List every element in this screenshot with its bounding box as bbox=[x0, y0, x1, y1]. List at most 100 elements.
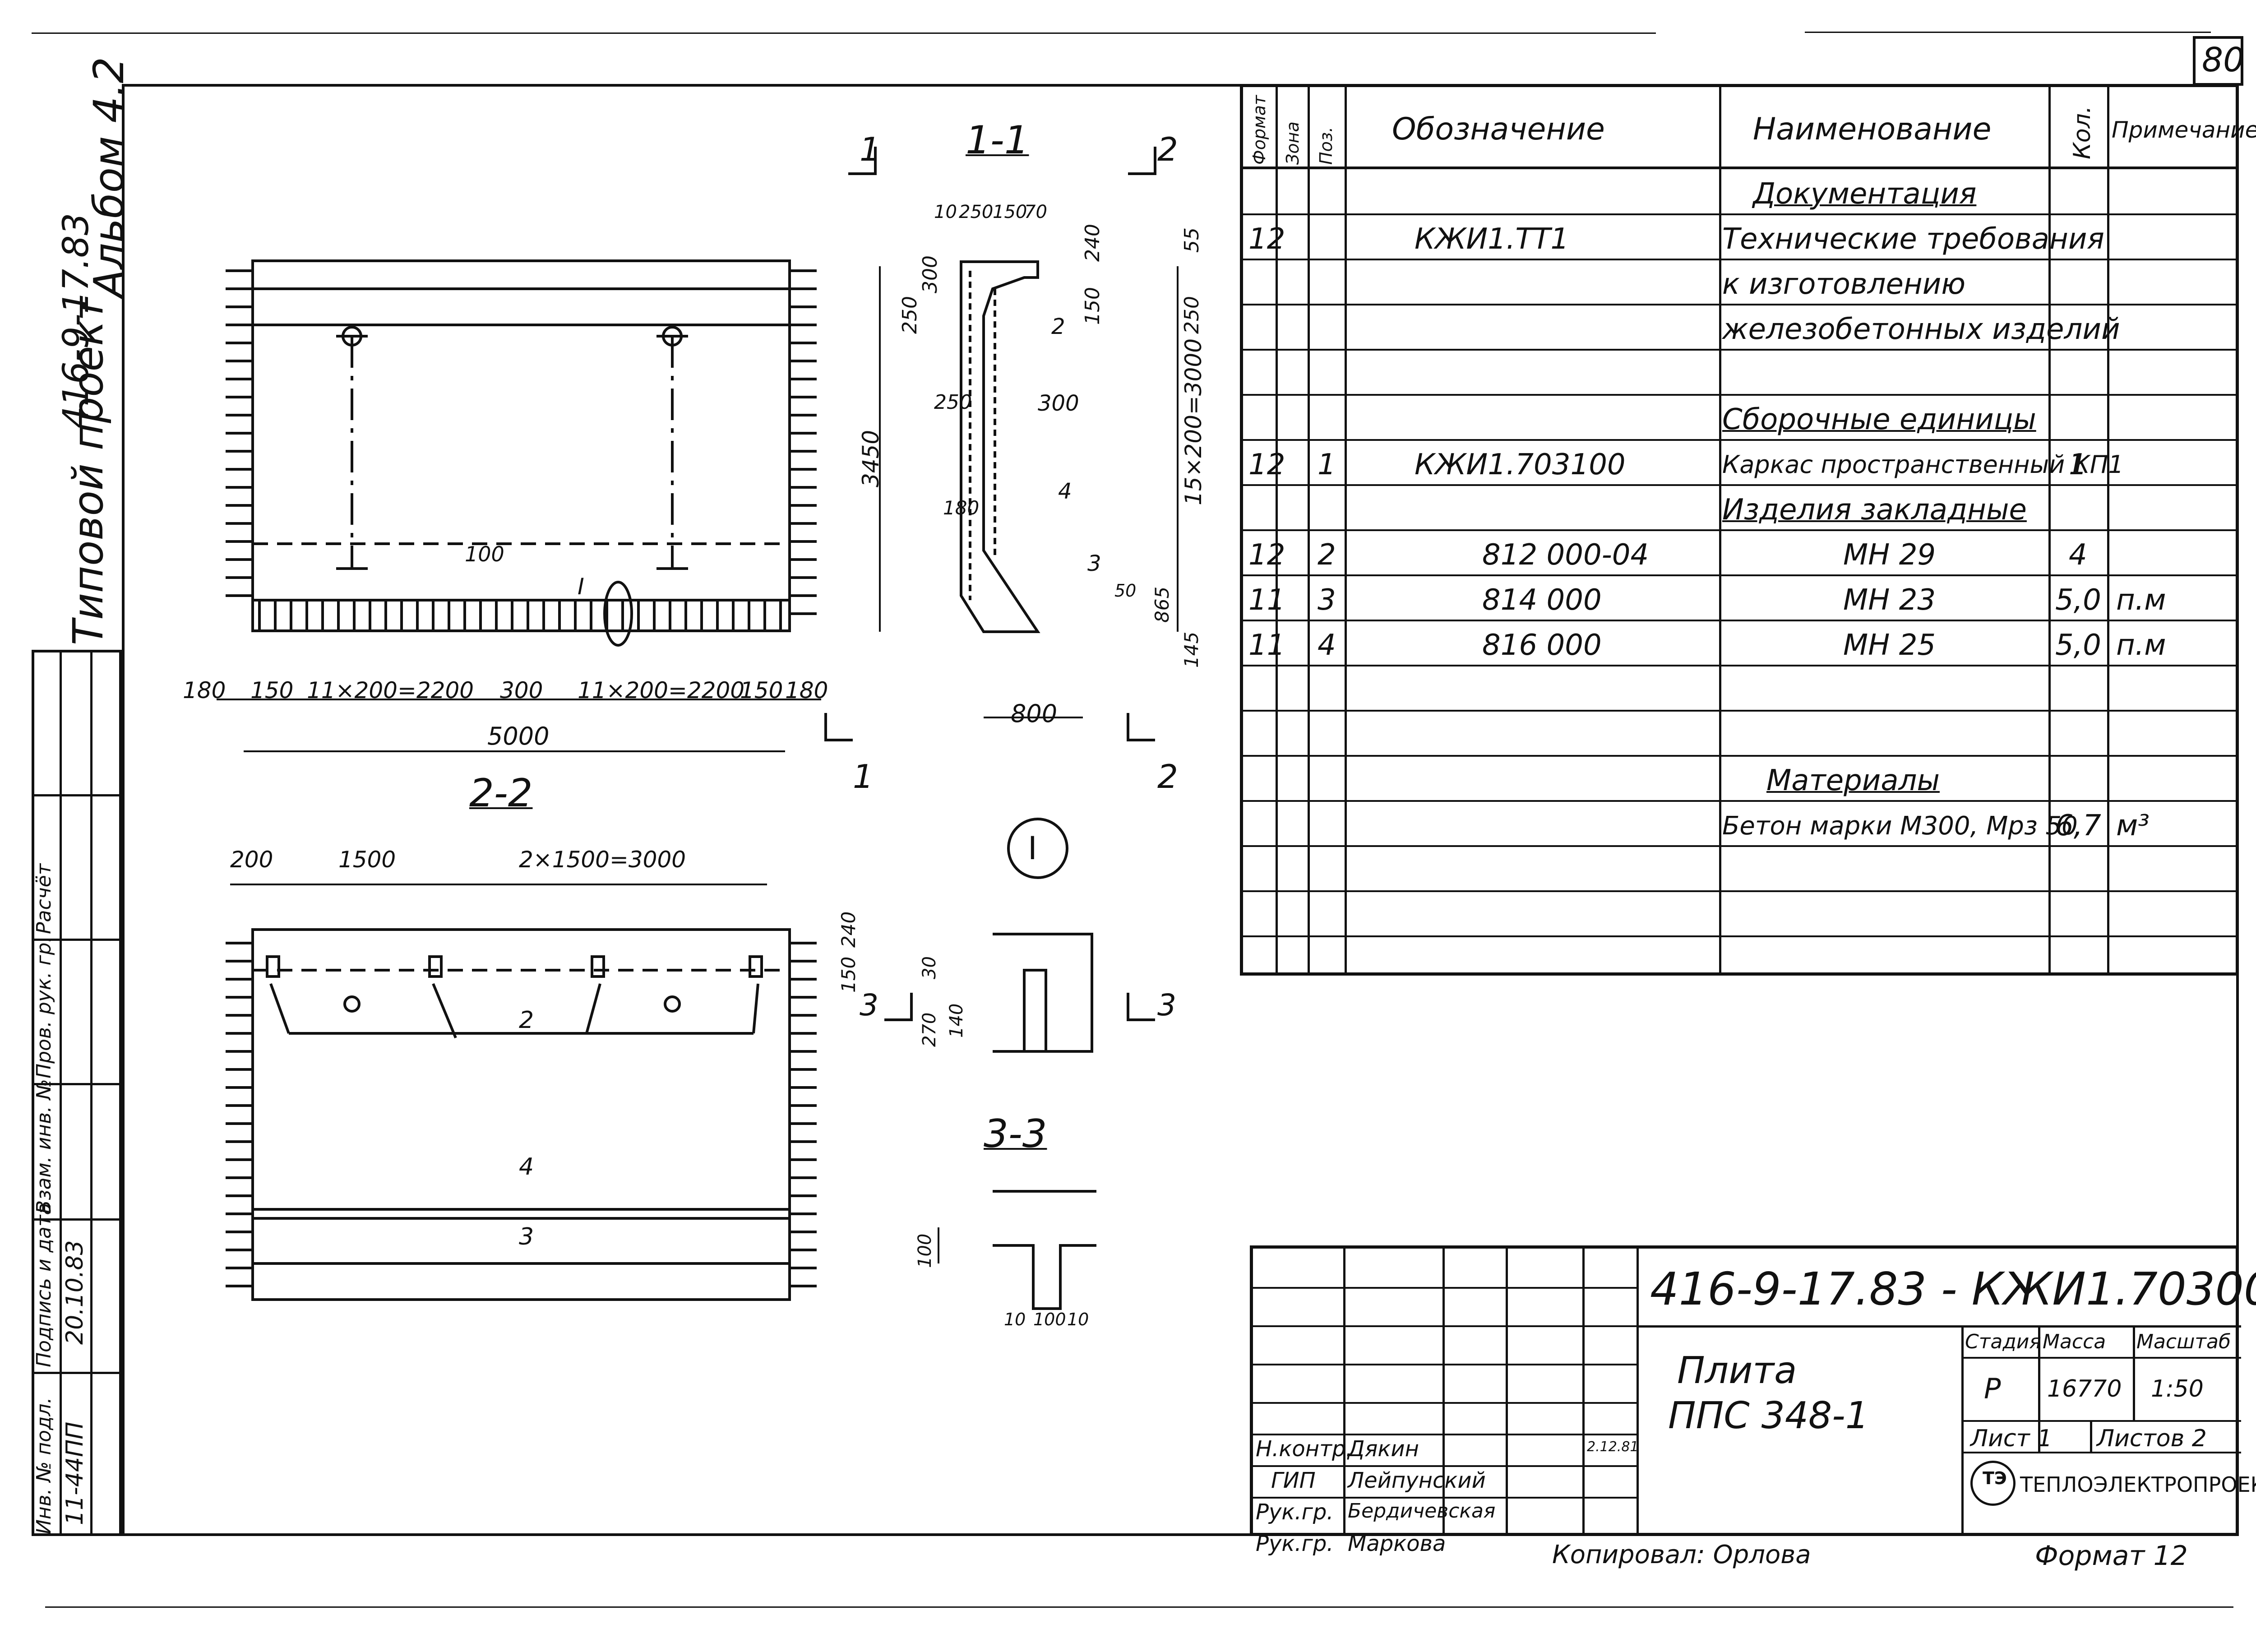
org-logo-mark: ТЭ bbox=[1983, 1468, 2007, 1488]
cut-3-right bbox=[1127, 993, 1155, 1021]
spec-row-line bbox=[1243, 484, 2236, 486]
title-sheet: Лист 1 bbox=[1970, 1425, 2053, 1452]
section-1-1-dim-70: 70 bbox=[1024, 202, 1047, 222]
spec-row-line bbox=[1243, 710, 2236, 712]
top-edge-line bbox=[32, 32, 1656, 34]
left-strip-row-2 bbox=[32, 939, 122, 941]
spec-row-note: м³ bbox=[2116, 809, 2150, 842]
spec-row-format: 11 bbox=[1248, 629, 1285, 662]
spec-row-designation: КЖИ1.703100 bbox=[1415, 448, 1626, 481]
section-1-1-callout-4: 4 bbox=[1058, 479, 1072, 504]
detail-I-dim-270: 270 bbox=[919, 1012, 940, 1047]
org-logo-icon: ТЭ bbox=[1970, 1461, 2016, 1506]
cut-3-label-left: 3 bbox=[860, 988, 878, 1023]
title-sheets: Листов 2 bbox=[2097, 1425, 2207, 1452]
section-2-2-callout-lines bbox=[269, 983, 759, 1039]
section-2-2-dim-240: 240 bbox=[837, 911, 860, 948]
plan-teeth bbox=[258, 600, 782, 632]
spec-row-name: Бетон марки М300, Мрз 50 bbox=[1722, 811, 2078, 841]
left-strip-row-3 bbox=[32, 1083, 122, 1085]
spec-row-pos: 4 bbox=[1318, 629, 1336, 662]
spec-header-line bbox=[1243, 167, 2236, 169]
spec-header-qty: Кол. bbox=[2069, 106, 2096, 160]
spec-row-format: 12 bbox=[1248, 538, 1285, 572]
section-1-1-dim-250-b: 250 bbox=[898, 296, 921, 334]
section-1-1-dim-145: 145 bbox=[1180, 631, 1202, 668]
spec-row-qty: 6,7 bbox=[2055, 809, 2101, 842]
title-org: ТЕПЛОЭЛЕКТРОПРОЕКТ bbox=[2020, 1472, 2256, 1497]
cut-1-top bbox=[848, 147, 877, 175]
section-1-1-dim-150-r: 150 bbox=[1081, 287, 1104, 325]
section-1-1-dim-300: 300 bbox=[919, 255, 942, 293]
title-sig-role: Н.контр. bbox=[1256, 1436, 1353, 1462]
spec-row-designation: 814 000 bbox=[1482, 583, 1602, 617]
section-1-1-dim-250-r: 250 bbox=[1180, 296, 1203, 334]
plan-dim-2200-right: 11×200=2200 bbox=[578, 677, 745, 703]
section-1-1-dim-300-c: 300 bbox=[1038, 391, 1079, 416]
spec-row-name: Технические требования bbox=[1722, 222, 2104, 256]
section-2-2-dim-3000: 2×1500=3000 bbox=[519, 847, 686, 873]
title-row bbox=[1253, 1497, 1637, 1499]
title-document-code: 416-9-17.83 - КЖИ1.703000 bbox=[1650, 1263, 2256, 1315]
title-sig-role: Рук.гр. bbox=[1256, 1499, 1334, 1525]
spec-row-line bbox=[1243, 349, 2236, 351]
spec-header-format: Формат bbox=[1249, 95, 1269, 165]
section-1-1-dim-250: 250 bbox=[959, 202, 994, 222]
section-1-1-dim-3000: 15×200=3000 bbox=[1180, 338, 1207, 505]
spec-heading-materials: Материалы bbox=[1766, 764, 1940, 797]
title-sig-date: 2.12.81 bbox=[1587, 1439, 1639, 1455]
embed-2 bbox=[428, 955, 443, 978]
section-1-1-dim-865: 865 bbox=[1151, 586, 1173, 623]
title-sheet-line bbox=[1961, 1420, 2241, 1422]
title-stage-line bbox=[1961, 1357, 2241, 1359]
spec-row-note: п.м bbox=[2116, 629, 2166, 662]
bottom-edge-line bbox=[45, 1606, 2233, 1608]
section-1-1-dim-10: 10 bbox=[934, 202, 957, 222]
spec-row-name: железобетонных изделий bbox=[1722, 313, 2120, 346]
left-strip-divider-2 bbox=[90, 650, 92, 1536]
title-item-name-1: Плита bbox=[1677, 1349, 1797, 1392]
spec-row-line bbox=[1243, 845, 2236, 847]
section-1-1-dim-50: 50 bbox=[1114, 581, 1137, 601]
detail-I-dim-30: 30 bbox=[919, 956, 940, 979]
detail-I-embed bbox=[1023, 969, 1047, 1053]
section-2-2-right-fringe bbox=[790, 942, 817, 1287]
spec-row-name: Каркас пространственный КП1 bbox=[1722, 450, 2124, 479]
drawings-svg bbox=[217, 147, 1179, 1310]
spec-row-designation: КЖИ1.ТТ1 bbox=[1415, 222, 1569, 256]
spec-row-line bbox=[1243, 213, 2236, 215]
title-col-1 bbox=[1343, 1249, 1345, 1533]
section-2-2-loop-1 bbox=[343, 995, 361, 1013]
section-1-1-dim-240: 240 bbox=[1081, 224, 1104, 262]
embed-3 bbox=[591, 955, 605, 978]
detail-I-title: I bbox=[1028, 830, 1037, 867]
title-item-name-2: ППС 348-1 bbox=[1668, 1394, 1869, 1437]
section-1-1-title: 1-1 bbox=[966, 118, 1029, 163]
title-stage-label: Стадия bbox=[1965, 1330, 2041, 1353]
format-note: Формат 12 bbox=[2035, 1540, 2188, 1572]
section-2-2-dim-1500: 1500 bbox=[338, 847, 396, 873]
spec-header-pos: Поз. bbox=[1316, 126, 1336, 165]
section-1-1-callout-3: 3 bbox=[1087, 551, 1101, 576]
plan-dim-180-right: 180 bbox=[785, 677, 828, 703]
spec-row-name: МН 23 bbox=[1843, 583, 1936, 617]
spec-row-line bbox=[1243, 439, 2236, 441]
spec-row-line bbox=[1243, 665, 2236, 666]
plan-outline bbox=[251, 259, 791, 632]
spec-row-note: п.м bbox=[2116, 583, 2166, 617]
title-block: 416-9-17.83 - КЖИ1.703000 Плита ППС 348-… bbox=[1250, 1245, 2256, 1555]
section-3-3-dim-100b: 100 bbox=[1033, 1310, 1066, 1329]
plan-dim-150-left: 150 bbox=[250, 677, 294, 703]
section-2-2-callout-3: 3 bbox=[519, 1223, 534, 1250]
spec-row-name: МН 25 bbox=[1843, 629, 1936, 662]
detail-I-outline bbox=[993, 933, 1093, 1053]
spec-row-format: 12 bbox=[1248, 448, 1285, 481]
title-row bbox=[1253, 1465, 1637, 1467]
spec-row-pos: 2 bbox=[1318, 538, 1336, 572]
title-mid-col bbox=[1961, 1325, 1964, 1533]
title-sig-role: Рук.гр. bbox=[1256, 1531, 1334, 1556]
spec-header-note: Примечание bbox=[2112, 117, 2256, 143]
section-2-2-dim-150: 150 bbox=[837, 956, 860, 993]
title-row bbox=[1253, 1402, 1637, 1404]
